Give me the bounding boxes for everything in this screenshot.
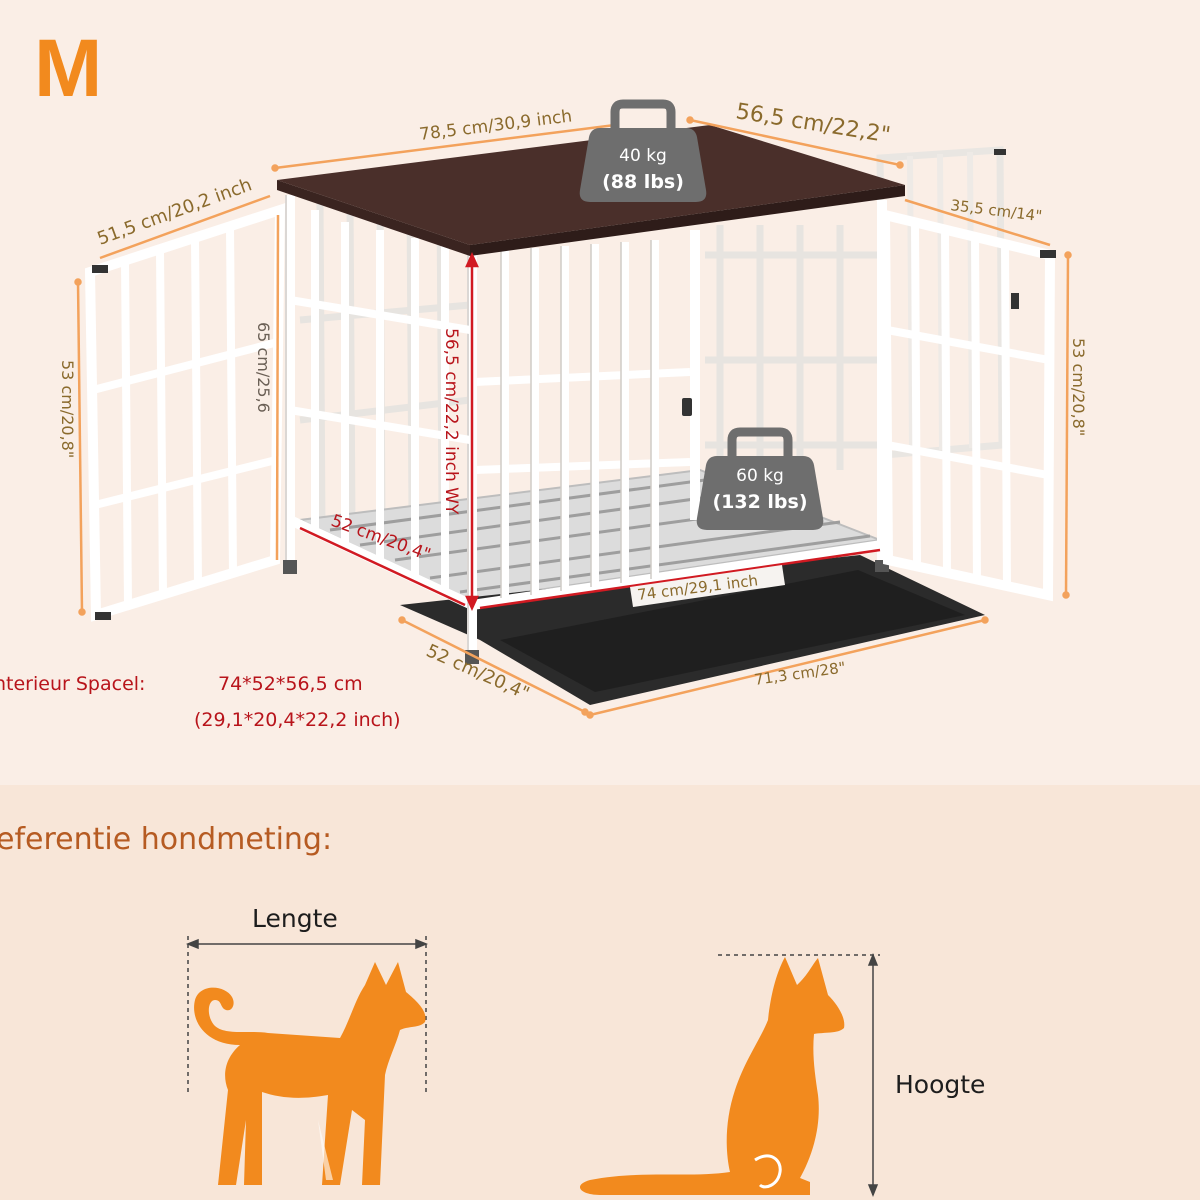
left-door-height-label: 53 cm/20,8" (58, 360, 77, 458)
reference-title: eferentie hondmeting: (0, 822, 333, 857)
sitting-dog-icon (579, 957, 845, 1195)
side-wall (289, 210, 471, 590)
floor-weight-kg: 60 kg (736, 466, 784, 486)
interior-dimension-lines (299, 251, 881, 612)
floor-weight-badge: 60 kg (132 lbs) (704, 463, 816, 515)
size-label: M (34, 23, 103, 114)
front-bars (474, 240, 691, 598)
front-bar-shading (500, 240, 652, 598)
length-label: Lengte (252, 904, 338, 933)
door-latch (682, 398, 692, 416)
interior-height-label: 56,5 cm/22,2 inch WY (441, 328, 461, 515)
right-door-height-label: 53 cm/20,8" (1069, 338, 1088, 436)
foot (283, 560, 297, 574)
floor-weight-lbs: (132 lbs) (712, 491, 808, 513)
dimension-lines (74, 116, 1072, 719)
interior-space-label: nterieur Spacel: (0, 673, 146, 695)
standing-dog-icon (194, 962, 426, 1185)
top-weight-badge: 40 kg (88 lbs) (587, 143, 699, 195)
weight-icon (579, 99, 707, 202)
interior-space-cm: 74*52*56,5 cm (218, 673, 363, 695)
height-guide (718, 952, 880, 1198)
weight-icon (696, 427, 824, 530)
height-label: Hoogte (895, 1070, 986, 1099)
right-door (879, 208, 1056, 602)
crate-illustration: 78,5 cm/30,9 inch 56,5 cm/22,2" 51,5 cm/… (58, 99, 1088, 719)
top-weight-kg: 40 kg (619, 146, 667, 166)
side-height-label: 65 cm/25,6 (254, 322, 273, 413)
interior-space-inch: (29,1*20,4*22,2 inch) (194, 709, 401, 731)
length-guide (185, 936, 429, 1095)
top-weight-lbs: (88 lbs) (602, 171, 684, 193)
left-door (84, 203, 286, 622)
